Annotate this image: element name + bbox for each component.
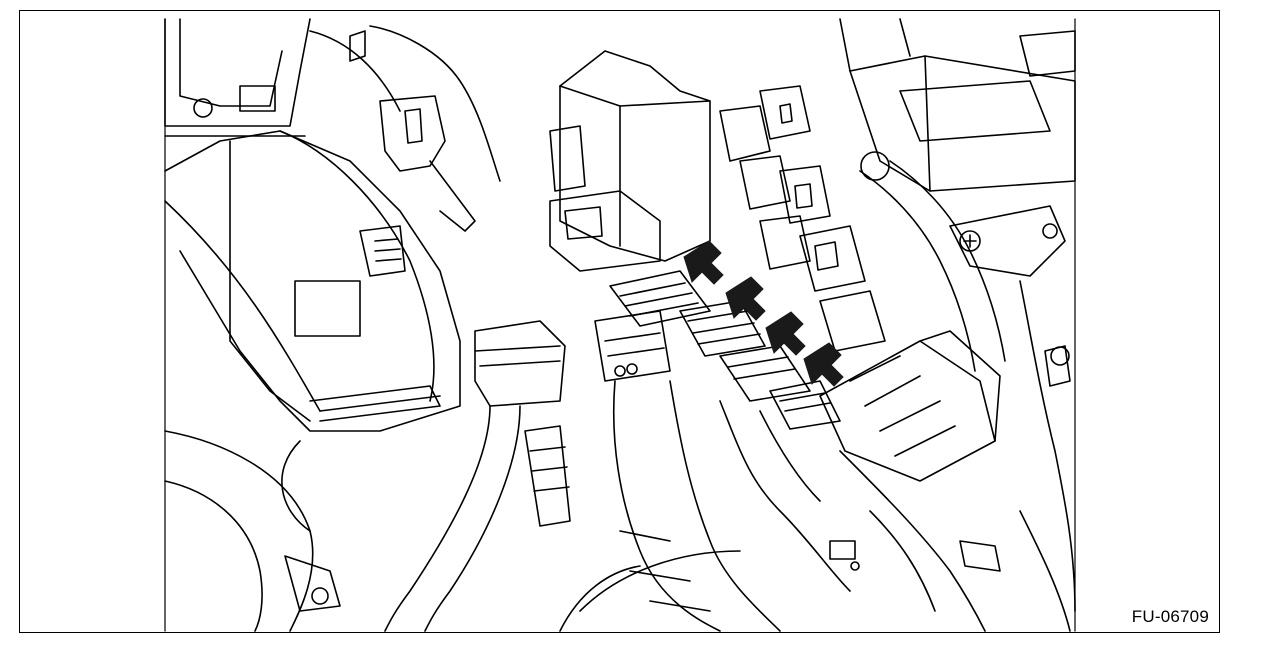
left-upper-panel bbox=[164, 18, 311, 137]
left-control-module bbox=[164, 130, 461, 432]
right-hose bbox=[859, 151, 1006, 372]
engine-bay-line-drawing bbox=[164, 18, 1076, 632]
figure-id-label: FU-06709 bbox=[1131, 607, 1209, 626]
wire-harness bbox=[559, 380, 851, 632]
right-bracket bbox=[949, 205, 1076, 612]
figure-frame: FU-06709 bbox=[19, 10, 1220, 633]
left-connector-block bbox=[384, 320, 571, 632]
right-large-connector bbox=[819, 330, 1001, 482]
right-top-box bbox=[839, 18, 1076, 192]
connector-arrow-3 bbox=[765, 311, 806, 356]
central-relay-box bbox=[549, 50, 711, 272]
bottom-right-detail bbox=[829, 450, 1071, 632]
upper-bracket bbox=[309, 25, 501, 232]
connector-arrow-1 bbox=[683, 240, 724, 285]
connector-arrow-4 bbox=[803, 342, 844, 387]
right-relay-cluster bbox=[719, 85, 886, 352]
connector-arrow-2 bbox=[725, 276, 766, 321]
connector-row bbox=[594, 270, 841, 430]
left-hose bbox=[164, 200, 341, 632]
